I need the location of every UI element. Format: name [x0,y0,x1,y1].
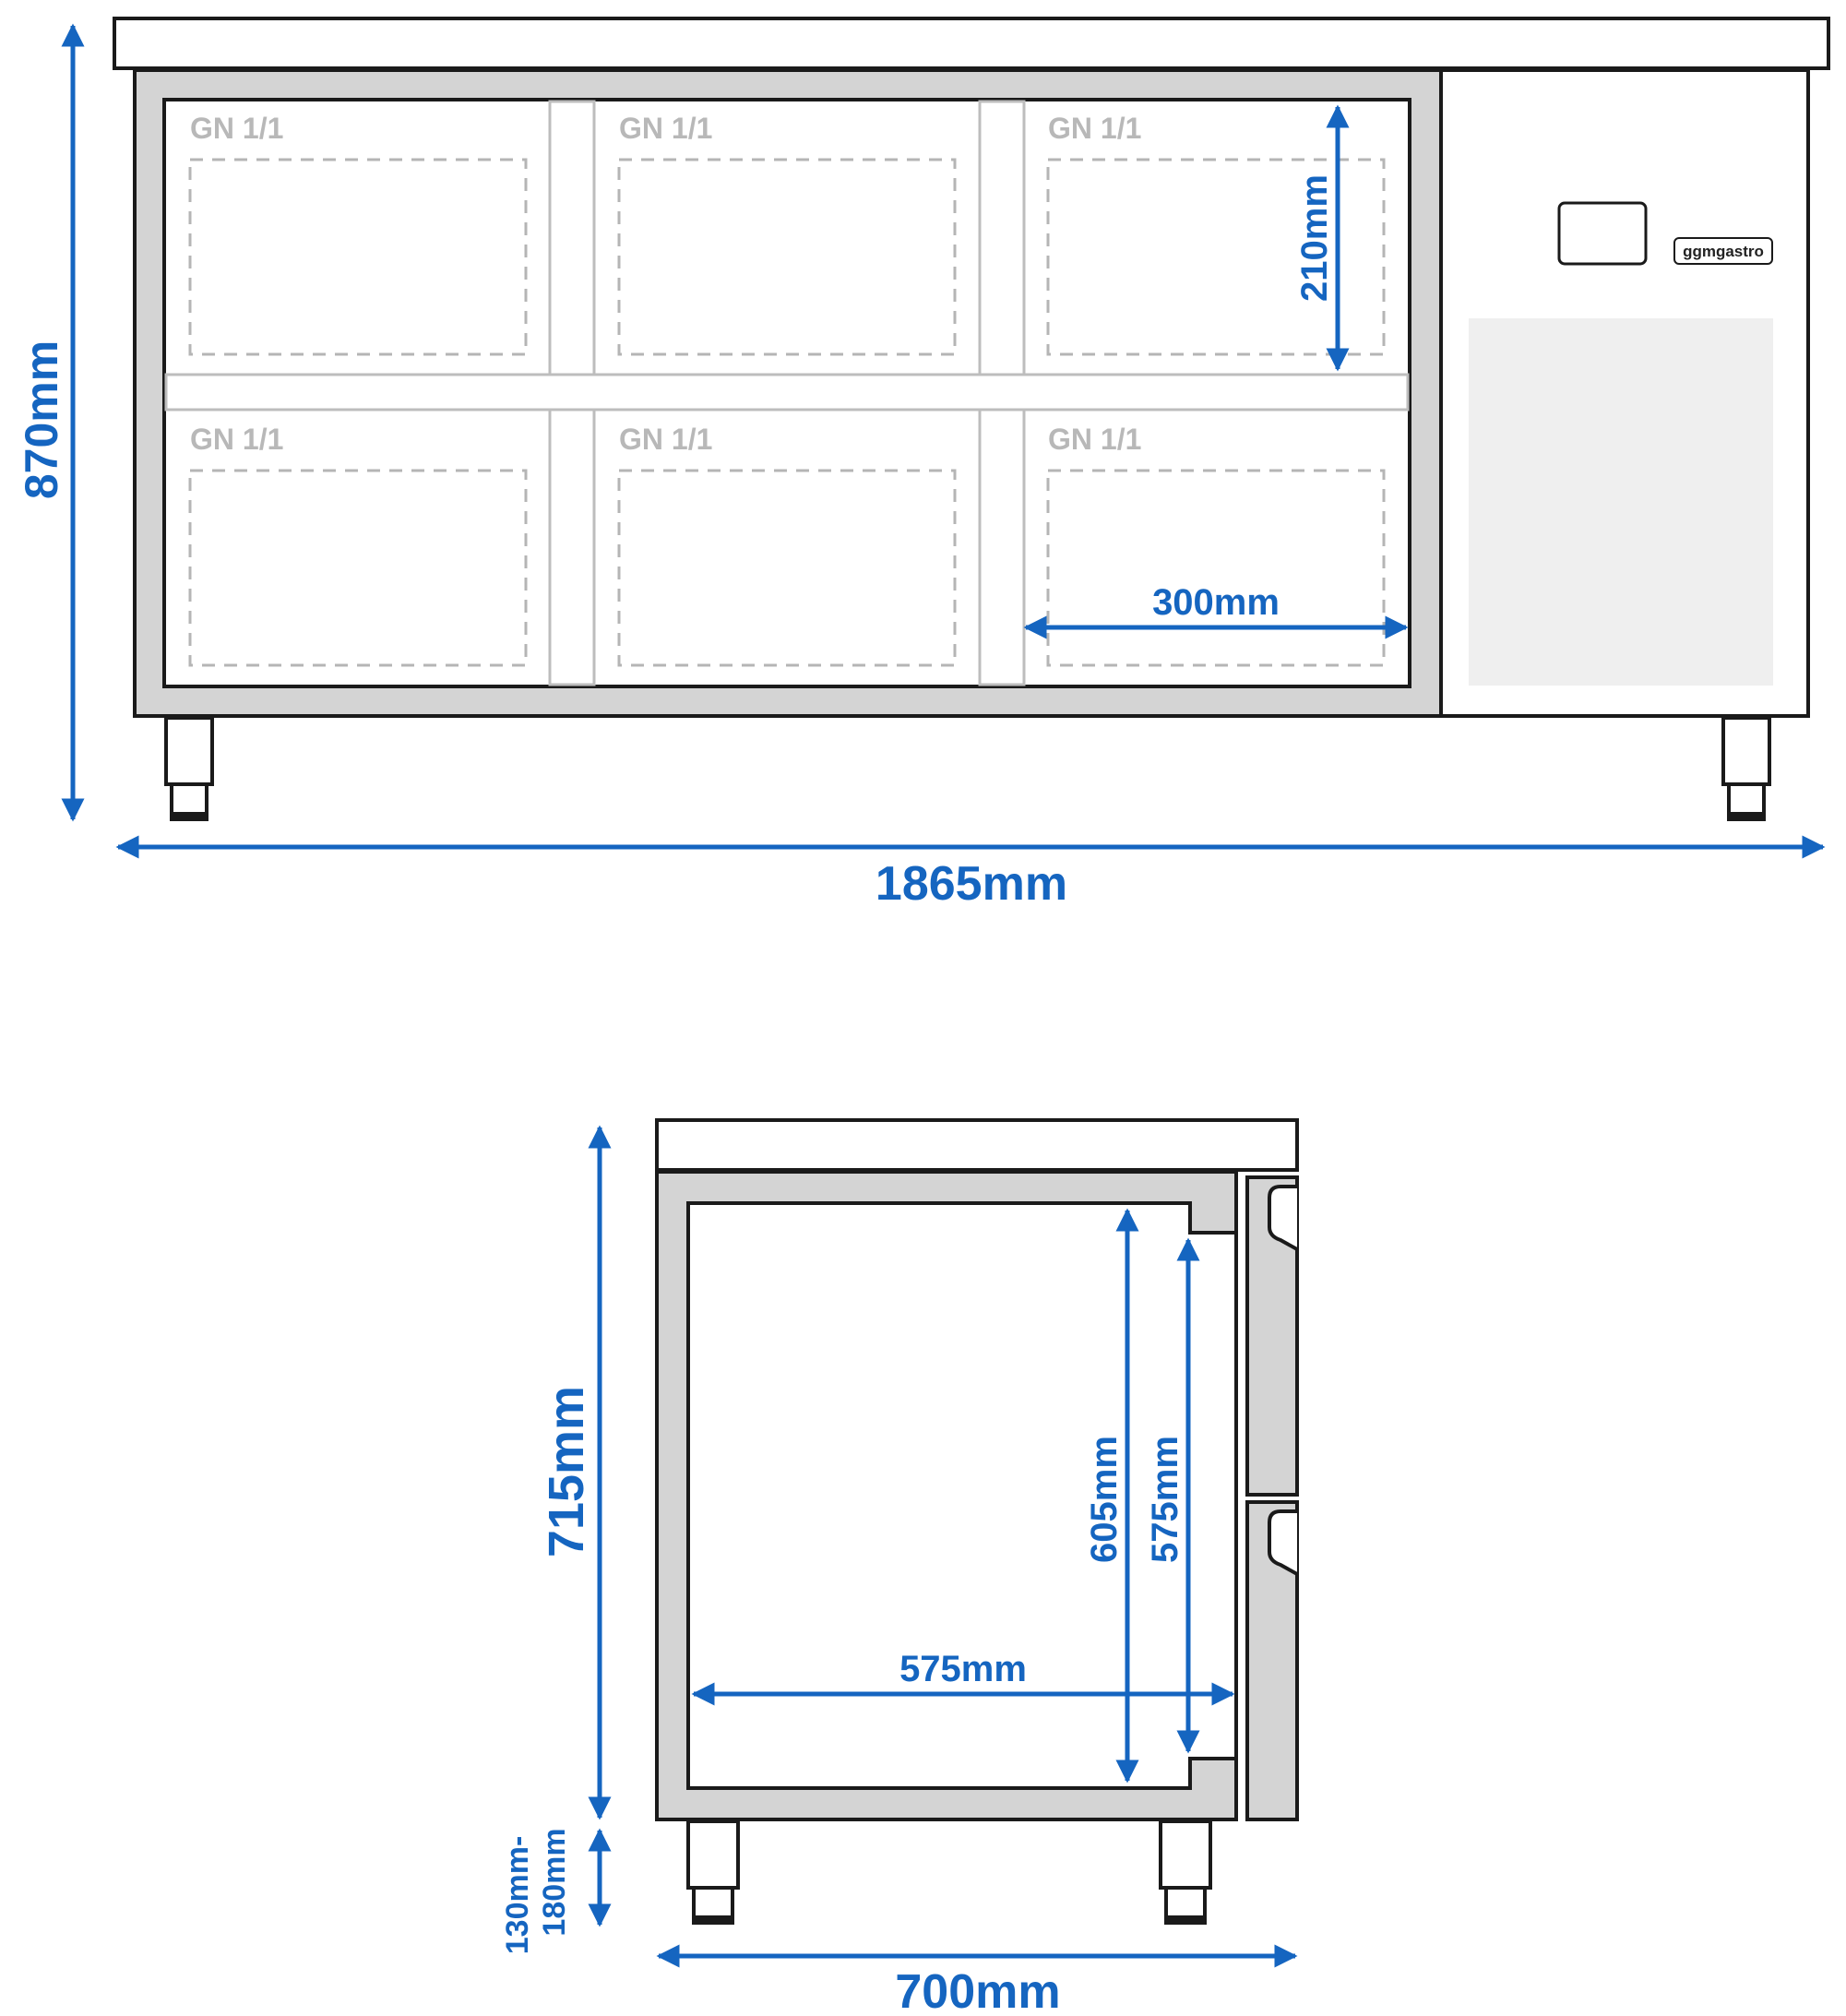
front-view: GN 1/1 GN 1/1 GN 1/1 GN 1/1 GN 1/1 GN 1/… [16,17,1830,911]
dim-label-depth: 700mm [895,1965,1060,2016]
gn-label: GN 1/1 [619,423,712,456]
brand-badge [1673,237,1773,265]
ventilation-panel [1469,318,1773,686]
gn-tray [188,469,528,667]
control-display [1557,201,1648,266]
dim-label-inner-depth: 575mm [899,1649,1027,1689]
dim-label-width: 1865mm [875,857,1067,911]
front-leg-right [1721,716,1771,821]
side-view: 715mm 130mm- 180mm 700mm 605mm 575mm 575… [500,1118,1299,2016]
gn-tray [617,158,957,356]
gn-tray [1046,158,1386,356]
dim-label-slot-height: 210mm [1294,174,1335,302]
side-door-lower [1245,1500,1299,1821]
side-door-upper [1245,1175,1299,1497]
dim-label-height: 870mm [16,340,67,499]
gn-tray [1046,469,1386,667]
front-worktop [113,17,1830,70]
dim-label-body-height: 715mm [539,1386,594,1557]
side-leg-left [686,1819,740,1925]
gn-tray [617,469,957,667]
side-worktop [655,1118,1299,1172]
gn-label: GN 1/1 [1048,112,1141,145]
gn-tray [188,158,528,356]
gn-label: GN 1/1 [190,112,283,145]
side-leg-right [1159,1819,1212,1925]
gn-label: GN 1/1 [190,423,283,456]
front-shelf-divider [164,373,1410,412]
dim-label-slot-width: 300mm [1152,582,1280,623]
dim-label-leg-height-1: 130mm- [500,1836,535,1955]
dim-label-inner-height: 605mm [1084,1436,1125,1563]
gn-label: GN 1/1 [619,112,712,145]
brand-logo: ggmgastro [1683,243,1764,260]
dim-label-door-inner-height: 575mm [1145,1436,1185,1563]
gn-label: GN 1/1 [1048,423,1141,456]
front-leg-left [164,716,214,821]
dim-label-leg-height-2: 180mm [537,1828,572,1936]
